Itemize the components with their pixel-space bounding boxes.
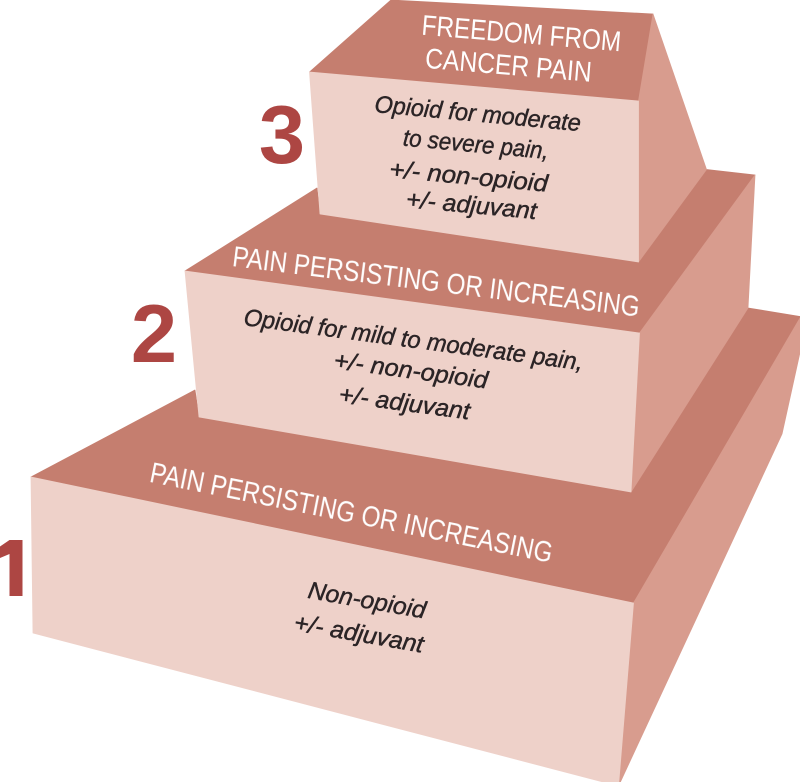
svg-text:2: 2	[131, 287, 177, 380]
svg-text:3: 3	[259, 88, 305, 181]
